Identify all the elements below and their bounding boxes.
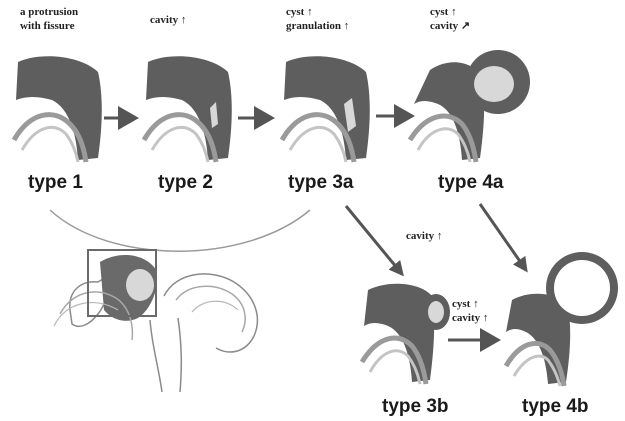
transition-3a-3b-note: cavity ↑	[406, 230, 442, 243]
transition-3b-4b-note-line2: cavity ↑	[452, 312, 488, 325]
type2-label: type 2	[158, 172, 213, 194]
anatomy-overview	[50, 210, 310, 392]
type1-label: type 1	[28, 172, 83, 194]
arrow-type4a-to-type4b	[480, 204, 526, 270]
type3a-note-line2: granulation ↑	[286, 20, 349, 33]
type3b-lesion	[362, 284, 450, 384]
type4a-note-line1: cyst ↑	[430, 6, 457, 19]
type4a-label: type 4a	[438, 172, 503, 194]
type2-lesion	[144, 56, 232, 162]
type3b-label: type 3b	[382, 396, 449, 418]
type1-note-line2: with fissure	[20, 20, 75, 33]
type1-note-line1: a protrusion	[20, 6, 78, 19]
type3a-label: type 3a	[288, 172, 353, 194]
type3a-lesion	[282, 56, 370, 162]
type3a-note-line1: cyst ↑	[286, 6, 313, 19]
arrow-type3a-to-type3b	[346, 206, 402, 274]
transition-3b-4b-note-line1: cyst ↑	[452, 298, 479, 311]
type4a-note-line2: cavity ↗	[430, 20, 470, 33]
type2-note: cavity ↑	[150, 14, 186, 27]
type4b-label: type 4b	[522, 396, 589, 418]
type1-lesion	[14, 56, 102, 162]
type4b-lesion	[506, 252, 618, 386]
type4a-lesion	[410, 50, 530, 162]
